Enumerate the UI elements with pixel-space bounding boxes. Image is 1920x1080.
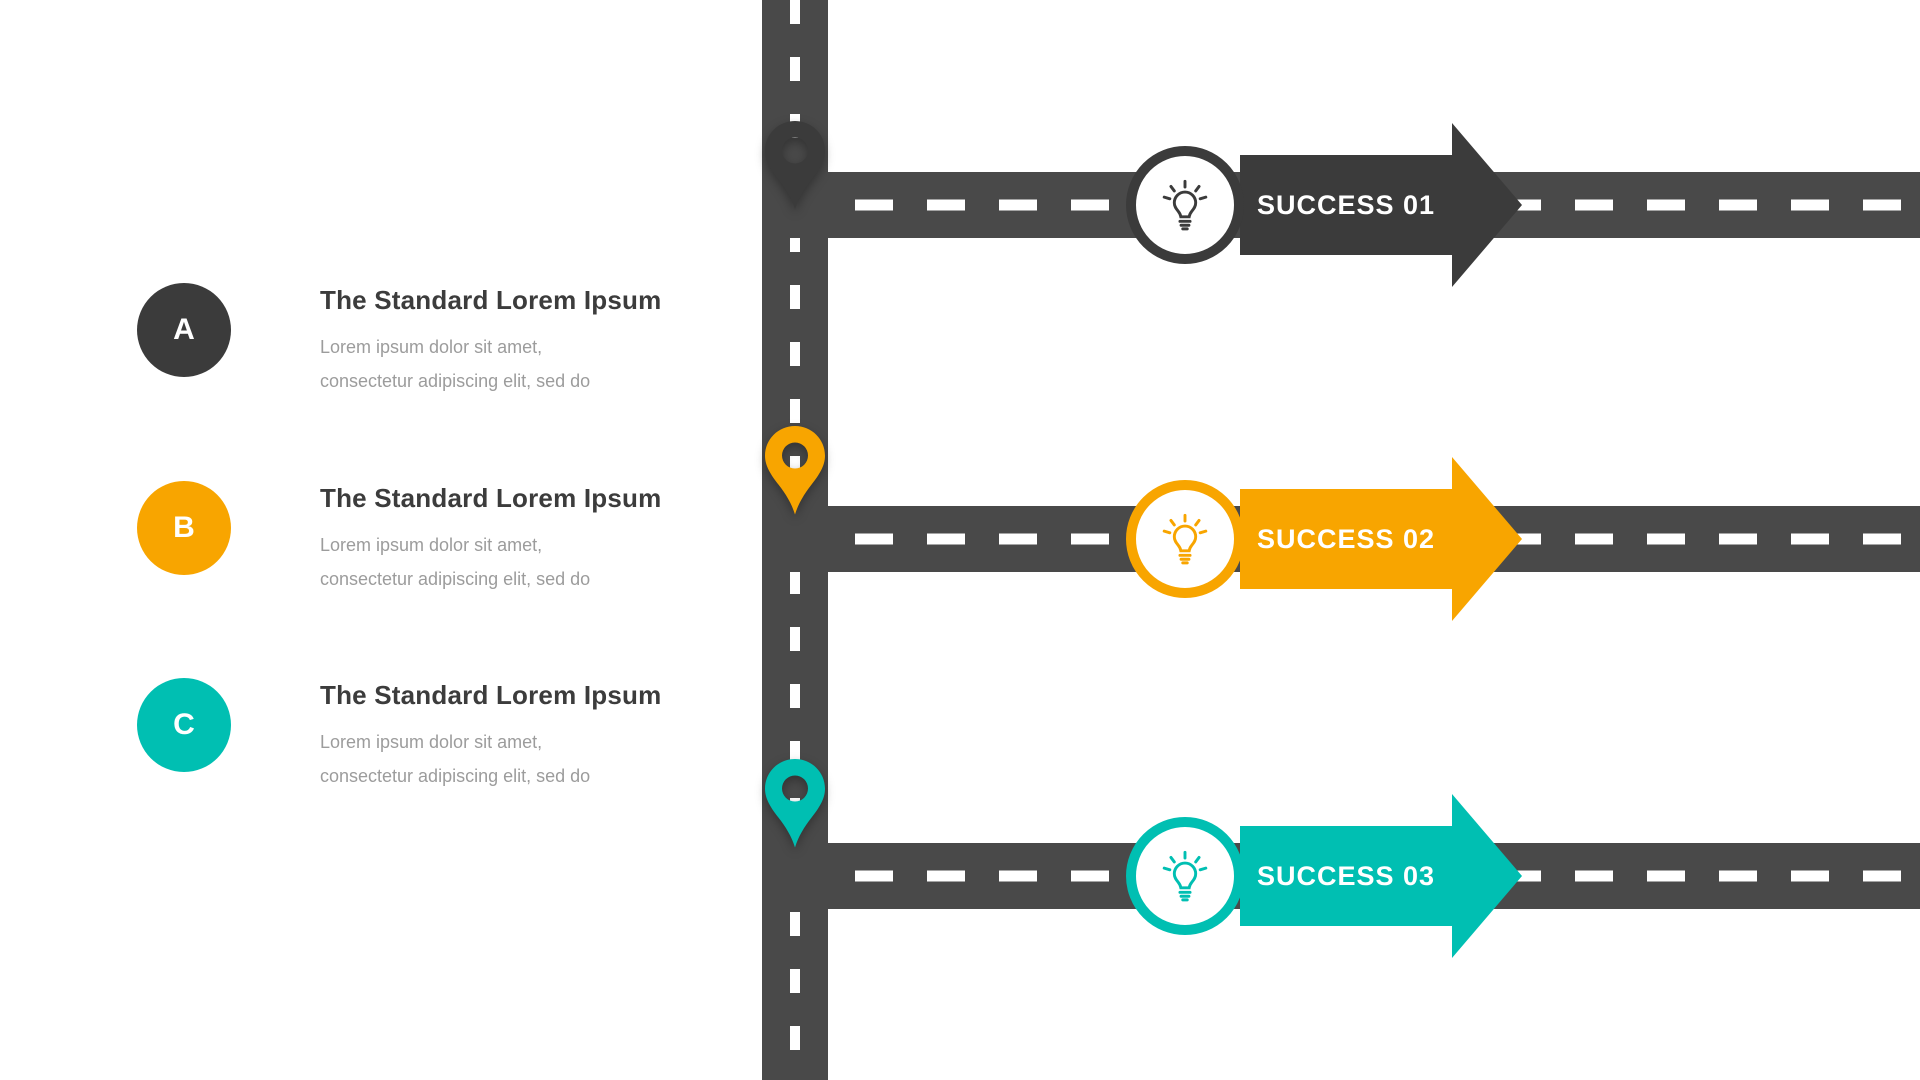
map-pin-icon [763,424,827,538]
legend-title: The Standard Lorem Ipsum [320,483,662,513]
legend-text-b: The Standard Lorem Ipsum Lorem ipsum dol… [320,481,661,596]
arrow-head [1452,457,1522,621]
legend-description-line: consectetur adipiscing elit, sed do [320,766,591,786]
success-label-2: SUCCESS 02 [1256,523,1436,554]
success-label-1: SUCCESS 01 [1256,189,1436,220]
legend-description-line: Lorem ipsum dolor sit amet, [320,732,543,752]
milestone-circle-3 [1126,817,1244,935]
legend-item-b: B The Standard Lorem Ipsum Lorem ipsum d… [137,481,661,596]
lightbulb-icon [1158,512,1212,566]
badge-letter: B [173,511,195,544]
legend-title: The Standard Lorem Ipsum [320,680,662,710]
arrow-head [1452,123,1522,287]
arrow-body: SUCCESS 02 [1240,489,1452,589]
legend-description-line: consectetur adipiscing elit, sed do [320,371,591,391]
success-label-3: SUCCESS 03 [1256,860,1436,891]
milestone-circle-2 [1126,480,1244,598]
arrow-body: SUCCESS 01 [1240,155,1452,255]
legend-badge-a: A [137,283,231,377]
legend-description-line: Lorem ipsum dolor sit amet, [320,337,543,357]
map-pin-icon [763,119,827,233]
arrow-body: SUCCESS 03 [1240,826,1452,926]
success-arrow-1: SUCCESS 01 [1240,123,1522,287]
milestone-circle-1 [1126,146,1244,264]
legend-text-a: The Standard Lorem Ipsum Lorem ipsum dol… [320,283,661,398]
legend-badge-b: B [137,481,231,575]
lightbulb-icon [1158,178,1212,232]
legend-title: The Standard Lorem Ipsum [320,285,662,315]
legend-text-c: The Standard Lorem Ipsum Lorem ipsum dol… [320,678,661,793]
map-pin-icon [763,757,827,871]
legend-item-c: C The Standard Lorem Ipsum Lorem ipsum d… [137,678,661,793]
success-arrow-2: SUCCESS 02 [1240,457,1522,621]
lightbulb-icon [1158,849,1212,903]
badge-letter: C [173,708,195,741]
legend-item-a: A The Standard Lorem Ipsum Lorem ipsum d… [137,283,661,398]
legend-description-line: Lorem ipsum dolor sit amet, [320,535,543,555]
badge-letter: A [173,313,195,346]
legend-badge-c: C [137,678,231,772]
legend-description-line: consectetur adipiscing elit, sed do [320,569,591,589]
success-arrow-3: SUCCESS 03 [1240,794,1522,958]
arrow-head [1452,794,1522,958]
